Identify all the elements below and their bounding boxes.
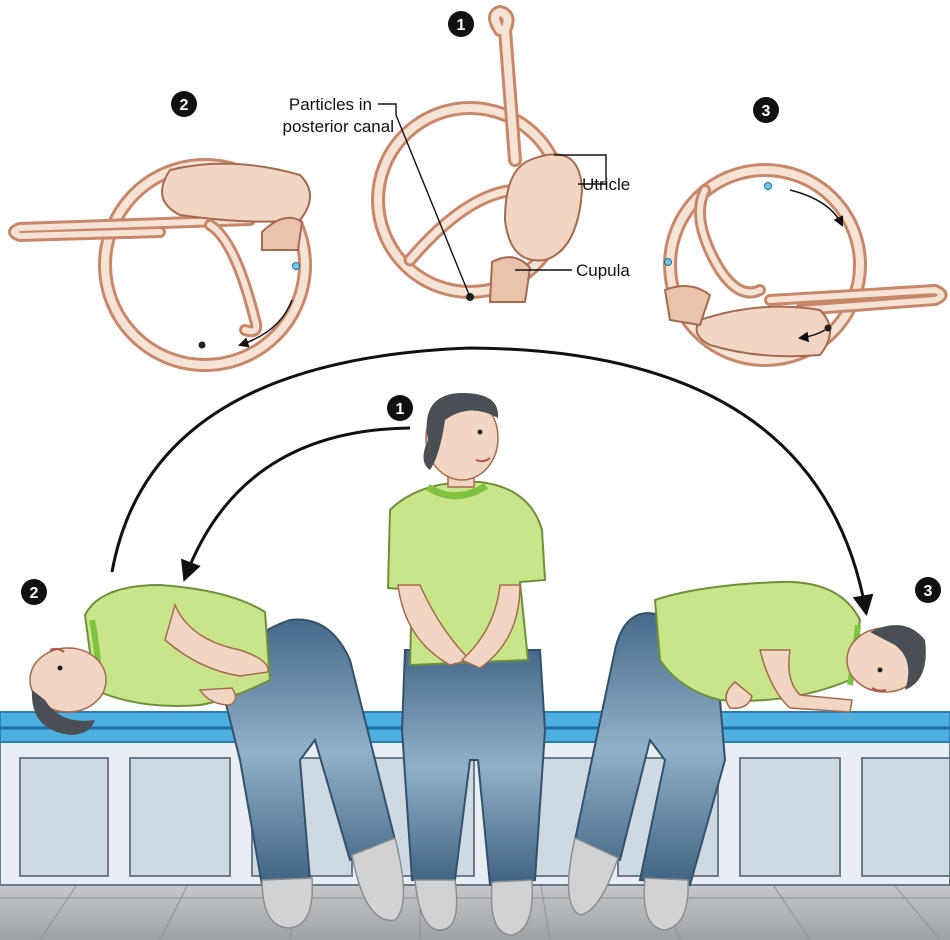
canal-2-marker: 2 xyxy=(171,91,197,117)
canal-3-marker: 3 xyxy=(753,97,779,123)
utricle-text: Utricle xyxy=(582,175,630,194)
canal-2-number: 2 xyxy=(180,97,189,114)
patient-1-number: 1 xyxy=(396,401,405,418)
inner-ear-canal-1 xyxy=(378,12,582,302)
canal-1-number: 1 xyxy=(457,17,466,34)
patient-3-number: 3 xyxy=(924,583,933,600)
patient-3-marker: 3 xyxy=(915,577,941,603)
inner-ear-canal-3 xyxy=(665,170,942,360)
patient-2-number: 2 xyxy=(30,585,39,602)
floor xyxy=(0,880,950,940)
particles-label-line2: posterior canal xyxy=(282,117,394,136)
inner-ear-canal-2 xyxy=(14,164,310,365)
canal-1-marker: 1 xyxy=(448,11,474,37)
cupula-text: Cupula xyxy=(576,261,630,280)
patient-1-marker: 1 xyxy=(387,395,413,421)
canal-3-number: 3 xyxy=(762,103,771,120)
particles-label-line1: Particles in xyxy=(289,95,372,114)
arrow-sit-to-left xyxy=(185,428,410,578)
patient-2-marker: 2 xyxy=(21,579,47,605)
